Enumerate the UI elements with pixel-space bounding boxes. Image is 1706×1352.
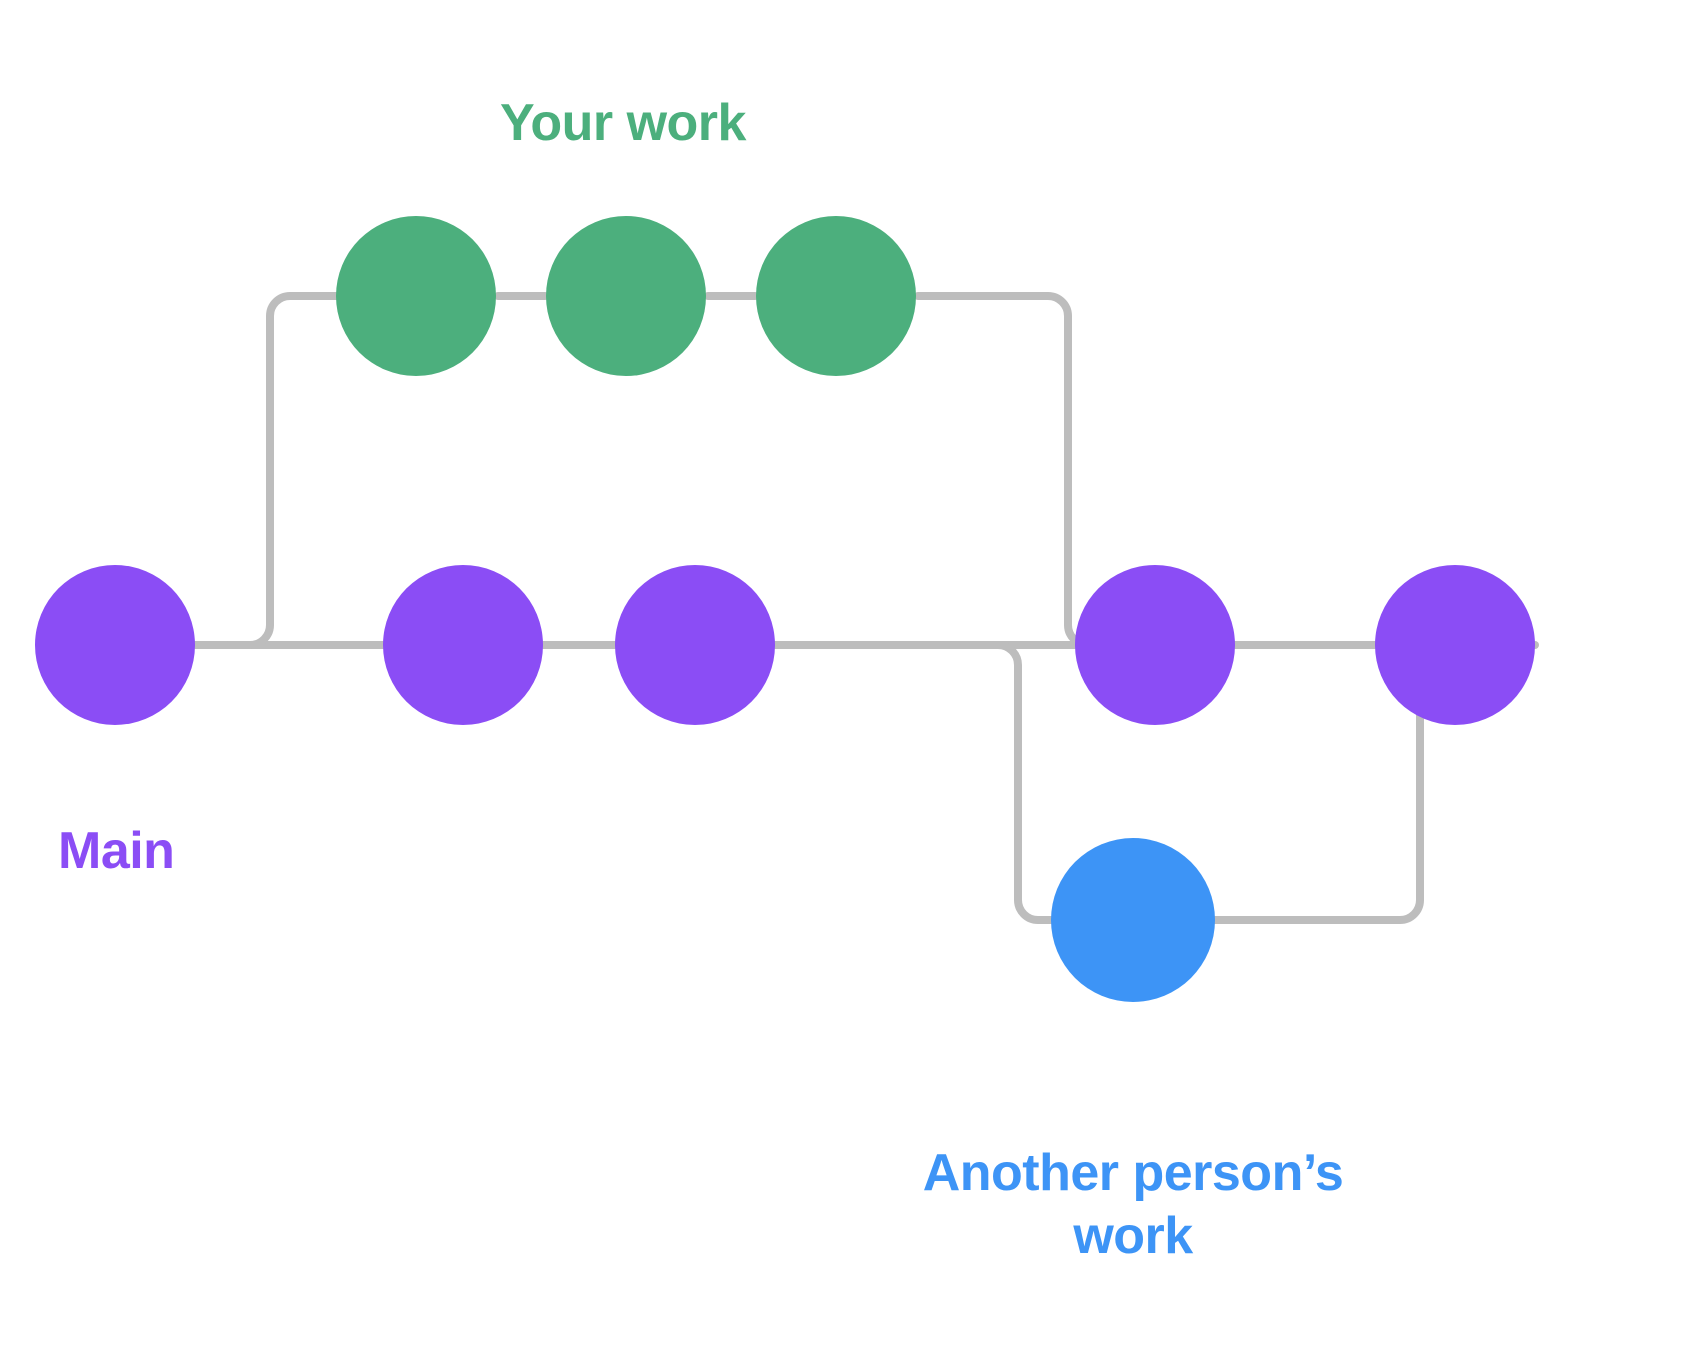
- label-main: Main: [58, 822, 175, 880]
- label-another-person-work: Another person’s work: [922, 1144, 1344, 1266]
- node-main-commit-2[interactable]: [383, 565, 543, 725]
- connector-branch-out-green: [224, 292, 349, 649]
- label-your-work: Your work: [500, 94, 746, 152]
- node-main-commit-1[interactable]: [35, 565, 195, 725]
- node-green-commit-3[interactable]: [756, 216, 916, 376]
- node-main-commit-3[interactable]: [615, 565, 775, 725]
- node-main-commit-4[interactable]: [1075, 565, 1235, 725]
- node-blue-commit-1[interactable]: [1051, 838, 1215, 1002]
- node-main-commit-5[interactable]: [1375, 565, 1535, 725]
- node-green-commit-1[interactable]: [336, 216, 496, 376]
- connector-branch-out-blue: [771, 641, 1064, 924]
- connector-merge-green-to-main: [914, 292, 1104, 649]
- node-green-commit-2[interactable]: [546, 216, 706, 376]
